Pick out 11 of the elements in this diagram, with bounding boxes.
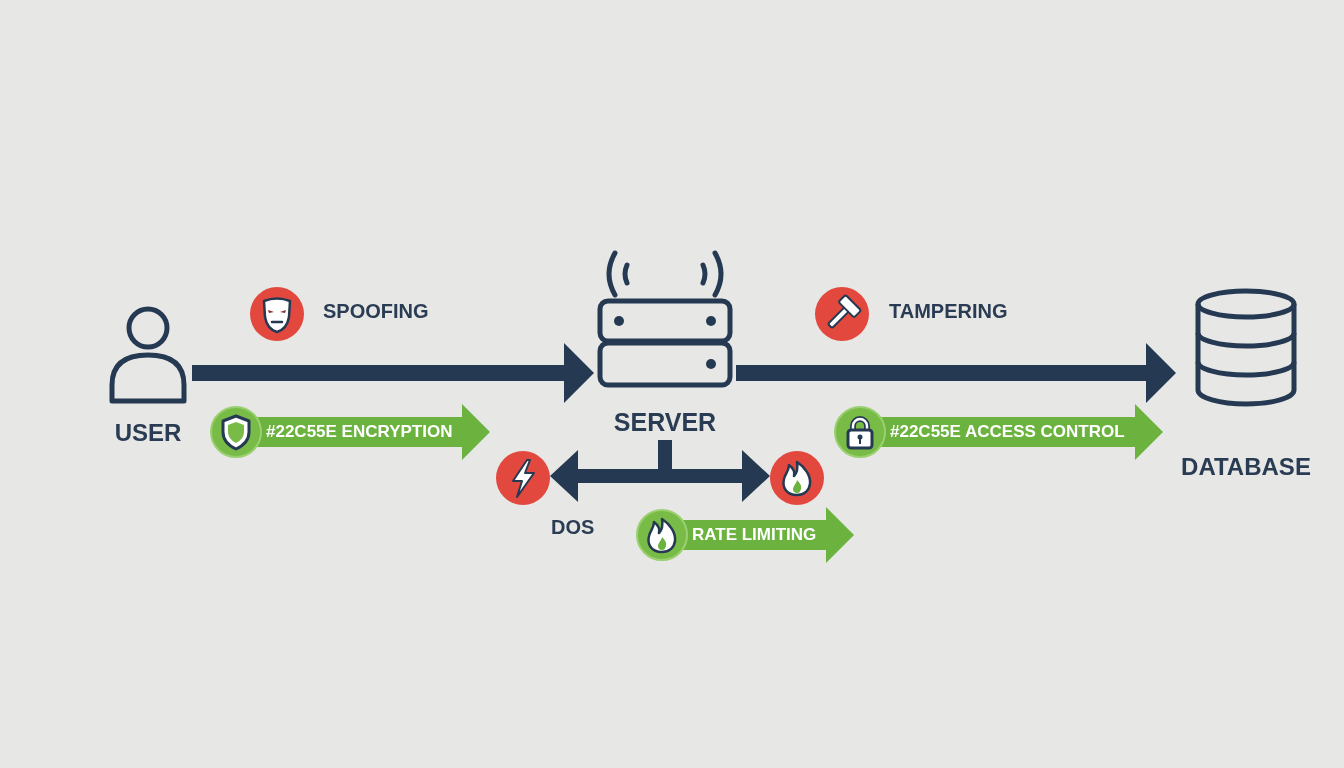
- threat-label: TAMPERING: [889, 301, 1008, 321]
- arrow: [192, 343, 594, 403]
- banner-text: RATE LIMITING: [692, 526, 817, 543]
- threat-label: DOS: [551, 517, 595, 537]
- node-label: DATABASE: [1181, 455, 1311, 479]
- node-label: USER: [114, 421, 182, 445]
- banner-text: #22C55E ENCRYPTION: [266, 423, 453, 440]
- node-label: SERVER: [613, 410, 717, 435]
- banner-text: #22C55E ACCESS CONTROL: [890, 423, 1125, 440]
- arrow: [736, 343, 1176, 403]
- threat-label: SPOOFING: [323, 301, 429, 321]
